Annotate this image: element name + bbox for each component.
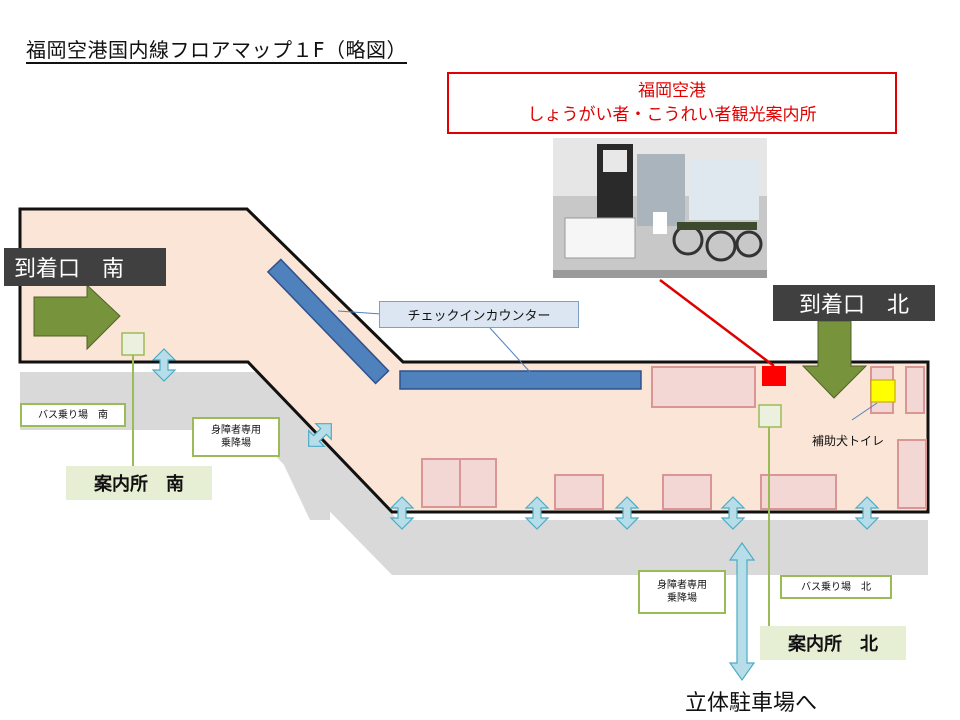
counter-leader-2 xyxy=(489,327,531,373)
tourist-center-marker xyxy=(762,366,786,386)
road-inner xyxy=(240,372,330,520)
bus-stop-north-label: バス乗り場 北 xyxy=(780,575,892,599)
parking-arrow xyxy=(728,541,756,682)
accessible-bay-north-label: 身障者専用 乗降場 xyxy=(638,570,726,614)
accessible-north-line1: 身障者専用 xyxy=(657,580,707,591)
shop xyxy=(905,366,925,414)
arrival-north-arrow xyxy=(801,320,868,399)
shop xyxy=(662,474,712,510)
bus-stop-south-label: バス乗り場 南 xyxy=(20,403,126,427)
photo-illustration xyxy=(553,138,767,278)
dog-toilet-leader xyxy=(851,402,878,421)
terminal-building xyxy=(18,207,930,514)
checkin-counter-diagonal xyxy=(266,258,390,385)
assist-dog-toilet-label: 補助犬トイレ xyxy=(812,434,885,448)
accessible-south-line2: 乗降場 xyxy=(221,438,251,449)
counter-leader-1 xyxy=(337,310,382,315)
info-south-label: 案内所 南 xyxy=(66,466,212,500)
assist-dog-toilet-marker xyxy=(870,379,896,403)
info-north-label: 案内所 北 xyxy=(760,626,906,660)
info-south-marker xyxy=(121,332,145,356)
shop xyxy=(459,458,497,508)
arrival-north-label: 到着口 北 xyxy=(773,285,935,321)
arrival-south-arrow xyxy=(33,283,121,351)
checkin-counter-label: チェックインカウンター xyxy=(379,301,579,328)
arrival-south-label: 到着口 南 xyxy=(4,248,166,286)
info-north-marker xyxy=(758,404,782,428)
tourist-center-photo xyxy=(553,138,767,278)
parking-label: 立体駐車場へ xyxy=(685,691,818,716)
accessible-bay-south-label: 身障者専用 乗降場 xyxy=(192,417,280,457)
accessible-south-line1: 身障者専用 xyxy=(211,425,261,436)
shop xyxy=(554,474,604,510)
shop xyxy=(897,439,927,509)
tourist-center-leader xyxy=(659,279,775,367)
checkin-counter-horizontal xyxy=(399,370,642,390)
shop xyxy=(760,474,837,510)
shop xyxy=(421,458,461,508)
accessible-north-line2: 乗降場 xyxy=(667,593,697,604)
shop xyxy=(651,366,756,408)
tourist-center-line1: 福岡空港 xyxy=(638,81,706,101)
tourist-center-label: 福岡空港 しょうがい者・こうれい者観光案内所 xyxy=(447,72,897,134)
page-title: 福岡空港国内線フロアマップ１F（略図） xyxy=(26,38,408,62)
tourist-center-line2: しょうがい者・こうれい者観光案内所 xyxy=(527,105,817,125)
